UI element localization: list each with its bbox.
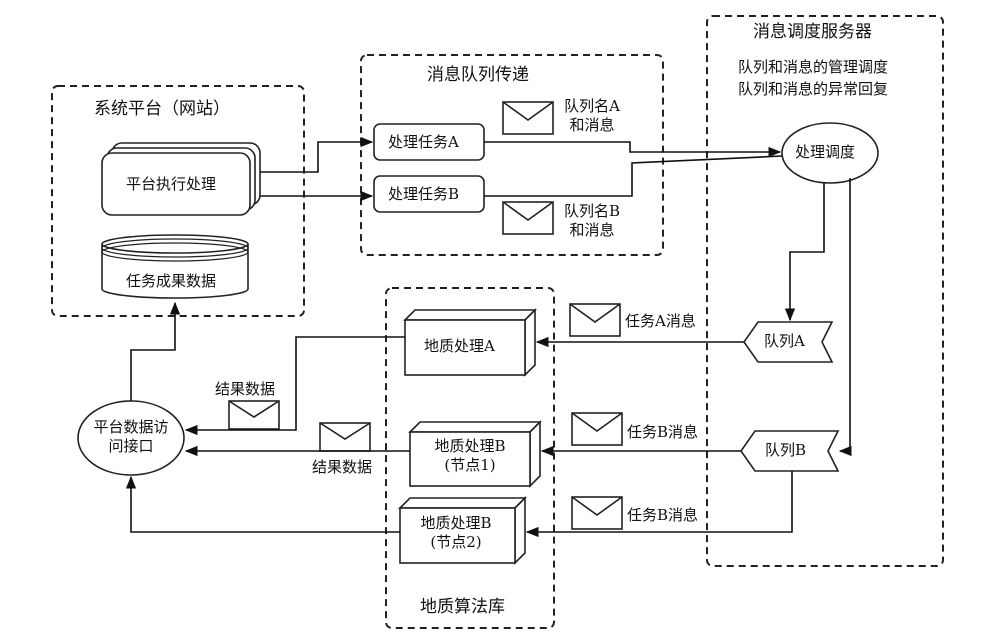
connector-geo-b2-to-access <box>125 475 400 533</box>
queue-a-label: 队列A <box>764 332 805 350</box>
geo-b2-line-2: (节点2) <box>430 532 482 551</box>
task-results-db-label: 任务成果数据 <box>126 272 217 290</box>
connector-queue-b-to-geo-b2 <box>525 471 793 538</box>
queue-transfer-group-title: 消息队列传递 <box>427 65 529 85</box>
platform-exec-node <box>101 142 261 216</box>
envelope-icon <box>571 412 623 446</box>
geo-b2-line-1: 地质处理B <box>420 514 492 532</box>
queue-b-message-line-1: 队列名B <box>563 202 621 220</box>
geo-b2-label: 地质处理B (节点2) <box>408 514 504 552</box>
dispatch-label: 处理调度 <box>795 143 856 161</box>
envelope-icon <box>319 422 371 452</box>
geo-b2-node <box>398 496 527 565</box>
task-b-message-label-2: 任务B消息 <box>627 506 699 524</box>
queue-b-label: 队列B <box>765 441 807 459</box>
algorithm-lib-group-title: 地质算法库 <box>420 597 505 617</box>
queue-a-message-line-1: 队列名A <box>564 97 620 115</box>
geo-b1-label: 地质处理B (节点1) <box>422 437 518 475</box>
task-results-database-icon <box>101 234 249 299</box>
platform-group-title: 系统平台（网站） <box>94 99 230 119</box>
access-interface-label: 平台数据访 问接口 <box>85 418 177 456</box>
envelope-icon <box>502 201 554 235</box>
access-line-1: 平台数据访 <box>93 418 169 436</box>
result-data-label-1: 结果数据 <box>215 380 276 398</box>
platform-exec-label: 平台执行处理 <box>126 175 217 193</box>
envelope-icon <box>228 400 280 430</box>
scheduler-desc-1: 队列和消息的管理调度 <box>738 58 889 76</box>
envelope-icon <box>571 496 623 530</box>
task-a-label: 处理任务A <box>388 133 459 151</box>
connector-task-b-to-dispatch <box>484 155 783 197</box>
envelope-icon <box>569 303 621 337</box>
queue-a-message-label: 队列名A 和消息 <box>556 97 628 135</box>
queue-a-message-line-2: 和消息 <box>569 115 615 134</box>
geo-b1-node <box>408 420 542 488</box>
envelope-icon <box>502 101 554 135</box>
scheduler-group-title: 消息调度服务器 <box>753 22 872 42</box>
platform-group-box <box>51 85 305 317</box>
connector-task-a-to-dispatch <box>484 141 782 158</box>
geo-b1-line-1: 地质处理B <box>434 437 506 455</box>
geo-a-node <box>403 308 537 377</box>
access-line-2: 问接口 <box>108 436 154 455</box>
geo-b1-line-2: (节点1) <box>444 455 496 474</box>
task-b-node <box>373 175 485 213</box>
connector-exec-to-task-a <box>260 136 374 173</box>
scheduler-group-box <box>706 15 944 567</box>
algorithm-lib-group-box <box>385 287 555 629</box>
geo-a-label: 地质处理A <box>424 337 495 355</box>
connector-dispatch-to-queue-a <box>784 183 825 322</box>
task-a-message-label: 任务A消息 <box>625 312 696 330</box>
connector-geo-a-to-access <box>184 336 405 436</box>
task-b-label: 处理任务B <box>388 185 460 203</box>
scheduler-desc-2: 队列和消息的异常回复 <box>738 80 889 98</box>
dispatch-node <box>781 122 879 184</box>
connector-dispatch-to-queue-b <box>838 178 852 457</box>
queue-b-message-label: 队列名B 和消息 <box>556 202 628 240</box>
queue-b-message-line-2: 和消息 <box>569 220 615 239</box>
result-data-label-2: 结果数据 <box>312 458 373 476</box>
connector-access-to-db <box>130 301 181 401</box>
queue-transfer-group-box <box>360 54 664 256</box>
task-b-message-label-1: 任务B消息 <box>627 423 699 441</box>
